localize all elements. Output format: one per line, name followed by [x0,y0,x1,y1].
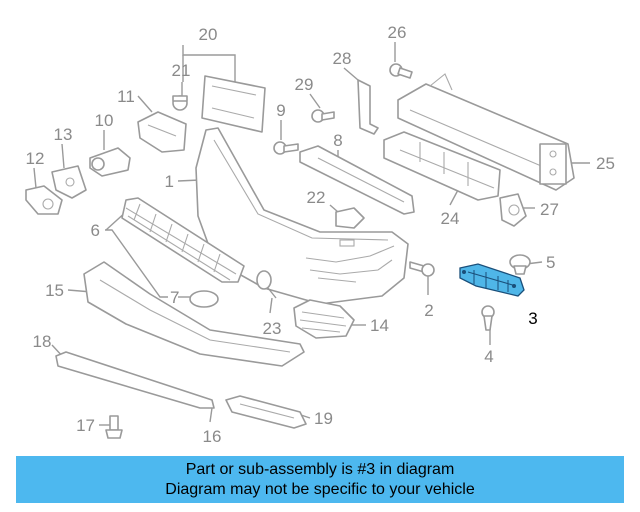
part-5-clip [509,254,531,275]
callout-26[interactable]: 26 [388,23,407,42]
callout-2[interactable]: 2 [424,301,433,320]
callout-1[interactable]: 1 [165,172,174,191]
part-13-sensor-holder [51,165,87,199]
banner-line-1: Part or sub-assembly is #3 in diagram [185,461,455,478]
part-7-emblem [189,290,219,308]
part-27-bracket [499,193,527,227]
part-3-bracket-highlight[interactable] [459,263,525,297]
callout-12[interactable]: 12 [26,149,45,168]
part-1-bumper-cover [195,127,409,305]
callout-7[interactable]: 7 [170,288,179,307]
part-2-bolt [409,261,435,277]
callout-11[interactable]: 11 [117,87,135,106]
callout-5[interactable]: 5 [546,253,555,272]
callout-18[interactable]: 18 [33,332,52,351]
part-24-absorber [383,131,501,201]
part-14-fog-grille [293,299,355,339]
part-21-clip [172,95,188,111]
info-banner: Part or sub-assembly is #3 in diagram Di… [16,456,624,503]
part-19-trim-strip [225,395,307,429]
callout-6[interactable]: 6 [91,221,100,240]
callout-22[interactable]: 22 [307,188,326,207]
part-25-reinforcement [397,73,575,191]
callout-27[interactable]: 27 [540,200,559,219]
callout-19[interactable]: 19 [314,409,333,428]
part-6-grille [121,197,245,283]
callout-4[interactable]: 4 [484,347,493,366]
callout-14[interactable]: 14 [370,316,389,335]
callout-25[interactable]: 25 [596,154,615,173]
callout-3[interactable]: 3 [528,309,537,328]
callout-24[interactable]: 24 [441,209,460,228]
part-12-sensor [25,185,63,215]
part-4-screw [481,305,495,331]
part-11-sensor-bracket [137,111,187,153]
part-15-lower-cover [83,261,305,367]
callout-15[interactable]: 15 [45,281,64,300]
part-10-park-sensor [89,147,131,177]
part-9-bolt [273,141,299,155]
callout-28[interactable]: 28 [333,49,352,68]
callout-13[interactable]: 13 [54,125,73,144]
callout-23[interactable]: 23 [263,319,282,338]
callout-21[interactable]: 21 [172,61,191,80]
part-29-bolt [311,109,335,123]
part-18-spoiler [55,351,215,409]
part-28-bracket [357,79,379,135]
callout-8[interactable]: 8 [333,131,342,150]
callout-29[interactable]: 29 [295,75,314,94]
part-23-ring [256,270,277,299]
callout-16[interactable]: 16 [203,427,222,446]
callout-9[interactable]: 9 [276,101,285,120]
part-8-guide [299,145,415,215]
callout-10[interactable]: 10 [95,111,114,130]
banner-line-2: Diagram may not be specific to your vehi… [165,481,475,498]
part-20-license-bracket [201,75,266,133]
part-17-screw [105,415,123,439]
part-26-bolt [389,63,413,79]
callout-17[interactable]: 17 [76,416,95,435]
parts-diagram: 20 21 11 10 13 12 9 28 29 26 8 1 22 24 2… [25,23,615,446]
callout-labels: 20 21 11 10 13 12 9 28 29 26 8 1 22 24 2… [26,23,615,446]
part-22-tow-cap [335,207,365,229]
callout-20[interactable]: 20 [199,25,218,44]
